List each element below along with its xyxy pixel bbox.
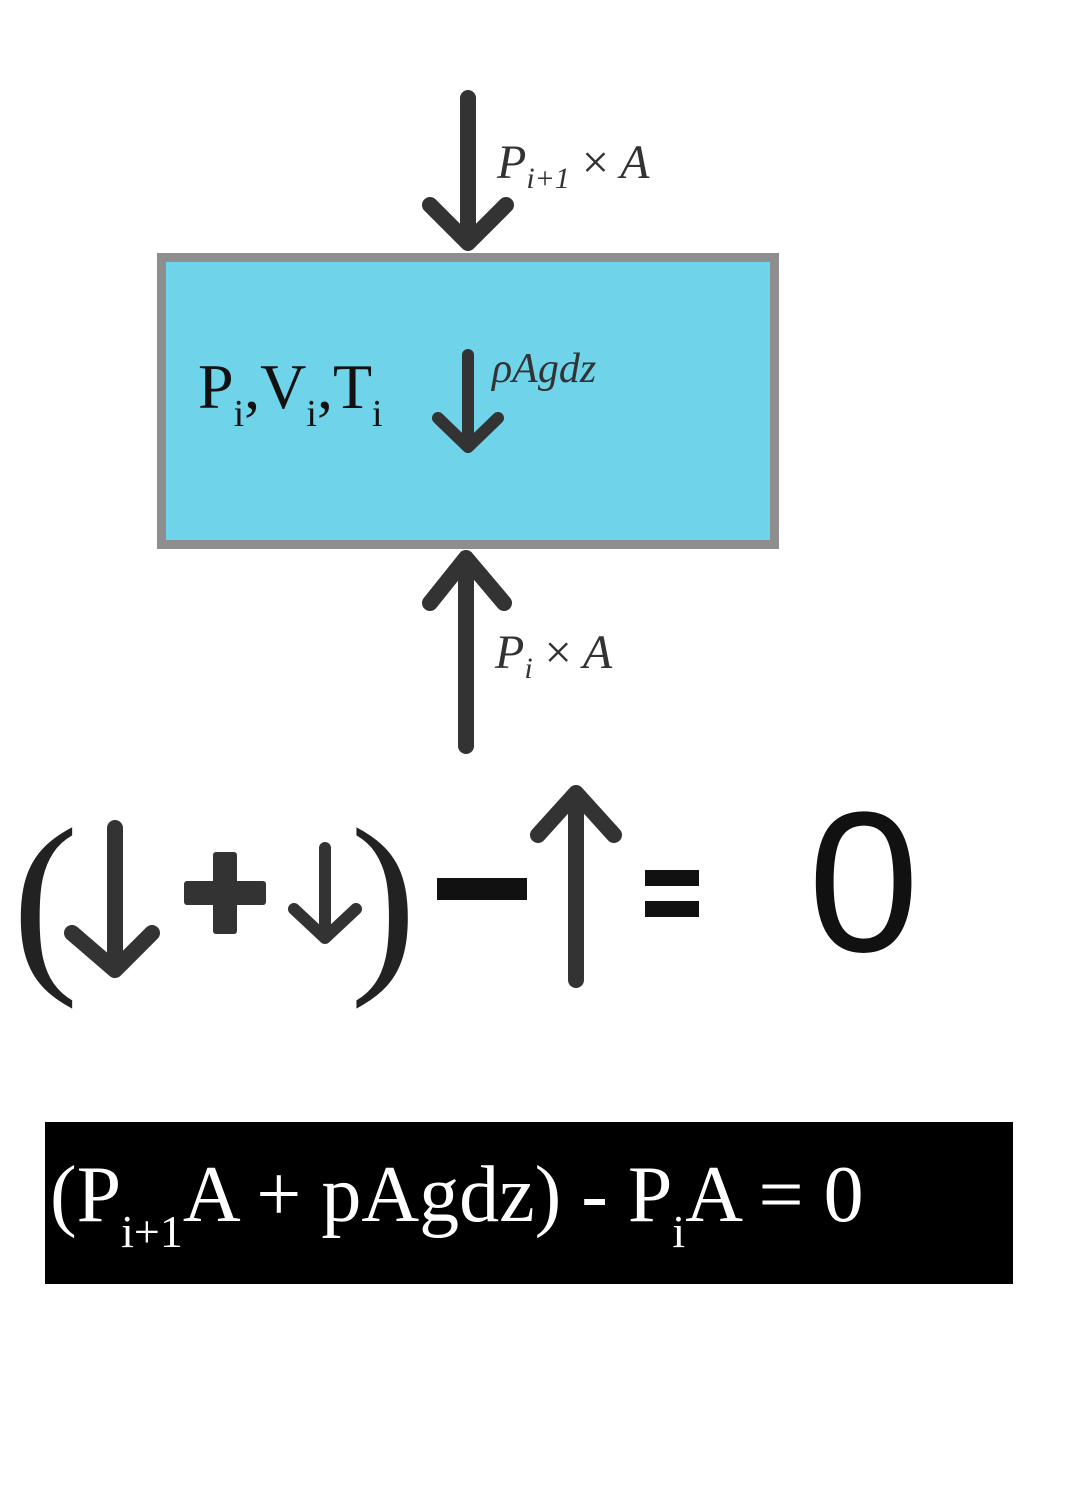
small-down-arrow bbox=[288, 842, 362, 944]
big-down-arrow bbox=[64, 820, 160, 978]
equals-icon bbox=[645, 870, 699, 917]
minus-icon bbox=[437, 878, 527, 900]
plus-icon bbox=[184, 852, 266, 934]
result-zero: 0 bbox=[808, 771, 920, 994]
parcel-state-label: Pi,Vi,Ti bbox=[198, 351, 383, 435]
weight-force-label: ρAgdz bbox=[492, 346, 597, 392]
force-balance-equation: (Pi+1A + pAgdz) - PiA = 0 bbox=[50, 1151, 864, 1257]
equation-banner: (Pi+1A + pAgdz) - PiA = 0 bbox=[45, 1122, 1013, 1284]
open-paren: ( bbox=[12, 789, 79, 1010]
bottom-force-arrow bbox=[422, 550, 512, 754]
close-paren: ) bbox=[350, 789, 417, 1010]
up-arrow bbox=[530, 785, 622, 988]
bottom-force-label: Pi × A bbox=[495, 626, 613, 685]
top-force-label: Pi+1 × A bbox=[497, 136, 650, 195]
top-force-arrow bbox=[422, 90, 514, 251]
